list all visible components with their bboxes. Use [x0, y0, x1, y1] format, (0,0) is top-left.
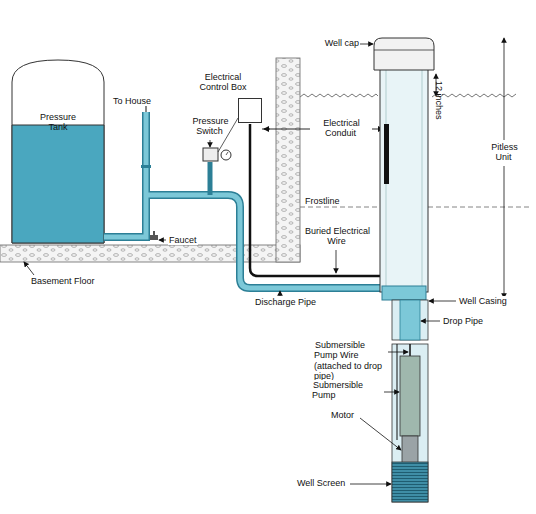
well-casing-part — [374, 38, 434, 70]
well-casing-part — [422, 68, 423, 292]
part-label: Submersible Pump Wire (attached to drop … — [314, 340, 388, 381]
basement-slab-part — [276, 58, 300, 262]
ground-surface-part — [432, 94, 516, 97]
part-label: 12 inches — [434, 80, 444, 130]
part-label: Well cap — [318, 38, 360, 48]
discharge-pipe-part — [104, 112, 382, 288]
label-text: Discharge Pipe — [254, 297, 317, 307]
faucet-part — [150, 235, 158, 240]
node-label: Pressure Tank — [30, 112, 86, 133]
lower-well-part — [400, 356, 420, 436]
label-text: Well cap — [324, 38, 360, 48]
pressure-switch-part — [221, 150, 231, 160]
part-label: Electrical Conduit — [310, 118, 372, 139]
part-label: Motor — [330, 410, 370, 420]
label-text: Buried Electrical Wire — [304, 226, 370, 246]
part-label: Frostline — [304, 196, 364, 206]
leader-lines-part — [429, 301, 456, 302]
pressure-switch-part — [226, 152, 228, 155]
faucet — [150, 231, 158, 240]
leader-lines-part — [504, 166, 505, 298]
control-box-outline — [238, 98, 262, 123]
label-text: 12 inches — [434, 80, 444, 121]
leader-lines-part — [421, 321, 440, 322]
part-label: Discharge Pipe — [254, 297, 324, 307]
leader-lines-part — [360, 44, 373, 45]
well-casing-part — [384, 124, 389, 184]
pressure-tank-part — [12, 60, 104, 243]
part-label: Pitless Unit — [482, 142, 526, 163]
leader-lines-part — [504, 38, 505, 140]
leader-lines-part — [280, 291, 281, 296]
part-label: Drop Pipe — [442, 316, 502, 326]
part-label: To House — [112, 96, 156, 106]
part-label: Buried Electrical Wire — [302, 226, 372, 247]
discharge-pipe-part — [104, 112, 382, 288]
pressure-tank-part — [12, 125, 104, 243]
electrical-wires — [218, 118, 384, 276]
drop-pipe-part — [400, 300, 420, 340]
leader-lines-part — [336, 250, 337, 273]
label-text: Submersible Pump — [312, 380, 363, 400]
discharge-pipe-part — [141, 165, 151, 168]
ground-surface-part — [300, 94, 378, 97]
label-text: Pitless Unit — [490, 142, 518, 162]
part-label: Submersible Pump — [312, 380, 384, 401]
leader-lines-part — [24, 262, 34, 275]
lower-well — [392, 344, 428, 502]
label-text: Frostline — [304, 196, 341, 206]
electrical-wires-part — [250, 124, 384, 276]
node-label: Electrical Control Box — [198, 72, 248, 93]
well-casing-part — [382, 286, 426, 300]
label-text: Well Casing — [458, 296, 508, 306]
discharge-pipe-part — [208, 162, 213, 195]
part-label: Well Screen — [296, 478, 350, 488]
pressure-tank: Pressure Tank — [12, 60, 104, 243]
lower-well-part — [409, 344, 411, 356]
label-text: Faucet — [168, 235, 198, 245]
part-label: Basement Floor — [30, 276, 110, 286]
leader-lines-part — [159, 240, 166, 241]
well-casing — [374, 38, 434, 300]
label-text: Pressure Switch — [191, 116, 228, 136]
lower-well-part — [392, 344, 428, 502]
part-label: Pressure Switch — [184, 116, 236, 137]
drop-pipe — [392, 300, 428, 340]
part-label: Well Casing — [458, 296, 518, 306]
leader-lines-part — [350, 484, 391, 485]
pressure-switch-part — [203, 148, 218, 161]
leader-lines-part — [210, 140, 211, 147]
label-text: To House — [112, 96, 152, 106]
leader-lines — [24, 38, 504, 484]
faucet-part — [153, 231, 155, 235]
leader-lines-part — [360, 418, 401, 450]
electrical-wires-part — [264, 129, 270, 130]
label-text: Electrical Conduit — [322, 118, 360, 138]
part-label: Faucet — [168, 235, 208, 245]
label-text: Basement Floor — [30, 276, 96, 286]
lower-well-part — [392, 462, 428, 502]
well-casing-part — [380, 68, 428, 292]
well-casing-part — [374, 50, 434, 51]
label-text: Drop Pipe — [442, 316, 484, 326]
pressure-switch — [203, 148, 231, 161]
discharge-pipe — [104, 100, 382, 288]
label-text: Submersible Pump Wire (attached to drop … — [314, 340, 382, 381]
leader-lines-part — [388, 352, 408, 353]
label-text: Motor — [330, 410, 355, 420]
drop-pipe-part — [392, 300, 428, 340]
leader-lines-part — [384, 392, 399, 393]
label-text: Well Screen — [296, 478, 346, 488]
basement-slab-part — [0, 245, 300, 262]
pressure-tank — [12, 60, 104, 243]
electrical-wires-part — [262, 129, 310, 130]
